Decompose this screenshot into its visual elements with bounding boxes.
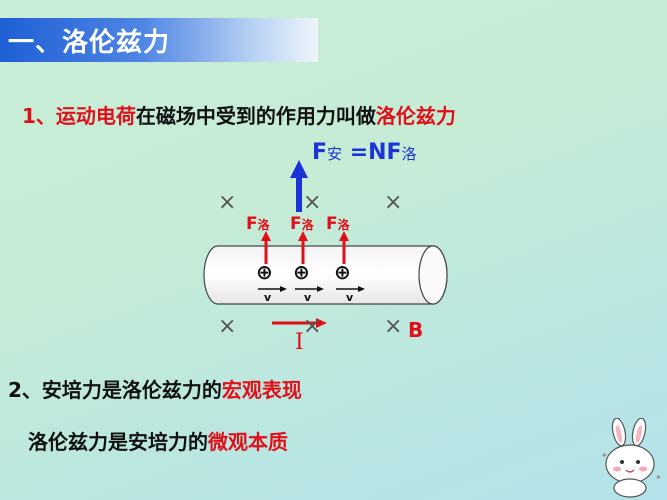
field-cross: × xyxy=(384,190,403,215)
title-bar: 一、洛伦兹力 xyxy=(0,18,318,62)
conductor-body xyxy=(203,245,448,305)
relation-line-2: 洛伦兹力是安培力的微观本质 xyxy=(28,430,288,454)
field-label: B xyxy=(408,318,424,342)
svg-text:✦: ✦ xyxy=(601,451,608,460)
lorentz-label: F洛 xyxy=(326,214,350,234)
macro-expression: 宏观表现 xyxy=(221,378,302,402)
definition-lorentz-force: 洛伦兹力 xyxy=(375,104,456,128)
conductor-end xyxy=(418,245,448,305)
ampere-force-arrowhead xyxy=(290,160,308,178)
velocity-label: v xyxy=(304,291,312,304)
field-cross: × xyxy=(218,314,237,339)
formula-an: 安 xyxy=(327,145,343,163)
slide-title: 一、洛伦兹力 xyxy=(8,28,171,58)
micro-essence: 微观本质 xyxy=(208,430,288,454)
velocity-label: v xyxy=(346,291,354,304)
positive-charge: ⊕ xyxy=(256,260,273,284)
lorentz-arrowhead-1 xyxy=(261,231,271,241)
current-label: I xyxy=(295,330,304,355)
positive-charge: ⊕ xyxy=(293,260,310,284)
field-cross: × xyxy=(303,190,322,215)
definition-middle: 在磁场中受到的作用力叫做 xyxy=(135,104,376,128)
formula-F: F xyxy=(312,140,328,165)
lorentz-label: F洛 xyxy=(290,214,314,234)
definition-line: 1、运动电荷在磁场中受到的作用力叫做洛伦兹力 xyxy=(22,100,456,129)
field-cross: × xyxy=(218,190,237,215)
lorentz-label: F洛 xyxy=(246,214,270,234)
definition-number: 1、 xyxy=(22,104,56,128)
relation-line-1: 2、安培力是洛伦兹力的宏观表现 xyxy=(8,378,302,402)
lorentz-arrowhead-2 xyxy=(298,231,308,241)
field-cross: × xyxy=(303,314,322,339)
formula-luo: 洛 xyxy=(401,145,417,163)
lorentz-arrowhead-3 xyxy=(339,231,349,241)
svg-text:✦: ✦ xyxy=(655,473,662,482)
formula-eq: =NF xyxy=(342,140,402,165)
formula: F安 =NF洛 xyxy=(312,140,417,165)
field-cross: × xyxy=(384,314,403,339)
positive-charge: ⊕ xyxy=(334,260,351,284)
rabbit-mascot-icon: ✦ ✦ xyxy=(601,418,662,498)
velocity-label: v xyxy=(264,291,272,304)
current-arrowhead xyxy=(316,318,327,328)
definition-moving-charge: 运动电荷 xyxy=(55,104,136,128)
